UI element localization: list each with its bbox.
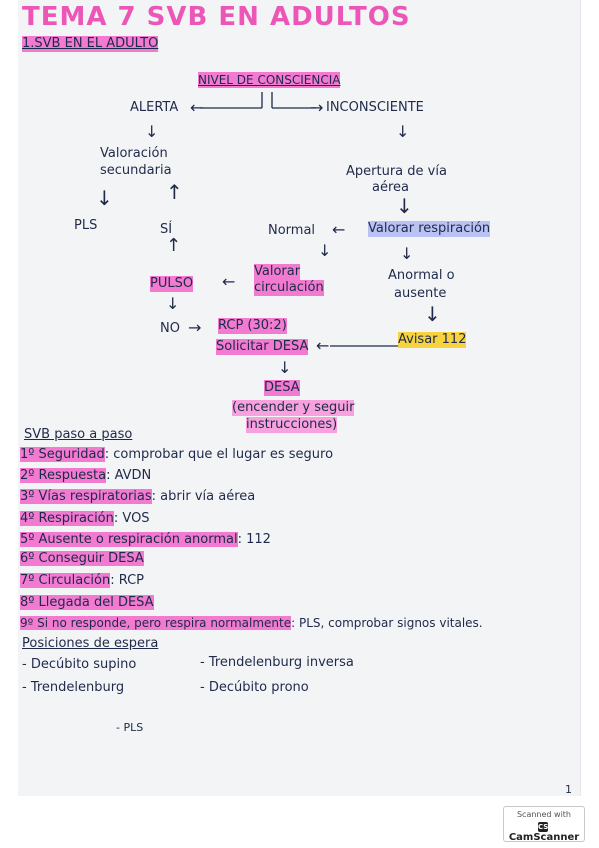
arrow-down-icon: ↓ (424, 302, 441, 326)
notebook-page (18, 0, 581, 796)
flow-nivel-consciencia: NIVEL DE CONSCIENCIA (198, 72, 341, 88)
arrow-down-icon: ↓ (96, 186, 113, 210)
flow-no: NO (160, 321, 180, 336)
arrow-left-icon: ← (316, 336, 330, 355)
steps-title: SVB paso a paso (24, 427, 133, 442)
step-item: 8º Llegada del DESA (20, 595, 154, 611)
flow-solicitar-desa: Solicitar DESA (216, 339, 309, 355)
arrow-down-icon: ↓ (278, 358, 292, 377)
flow-pls: PLS (74, 218, 98, 233)
page-number: 1 (565, 783, 572, 796)
step-item: 6º Conseguir DESA (20, 551, 144, 567)
step-label: 7º Circulación (20, 573, 111, 588)
step-item: 7º Circulación: RCP (20, 573, 144, 589)
section-title: 1.SVB EN EL ADULTO (22, 36, 159, 52)
arrow-down-icon: ↓ (318, 241, 332, 260)
step-label: 9º Si no responde, pero respira normalme… (20, 616, 292, 630)
arrow-left-icon: ← (222, 272, 236, 291)
step-text: : 112 (237, 532, 271, 547)
step-label: 1º Seguridad (20, 447, 105, 462)
flow-normal: Normal (268, 223, 316, 238)
step-label: 3º Vías respiratorias (20, 489, 152, 504)
step-text: : comprobar que el lugar es seguro (104, 447, 334, 462)
flow-avisar-112: Avisar 112 (398, 332, 467, 348)
posicion-item: - Decúbito prono (200, 680, 309, 695)
step-text: : RCP (110, 573, 145, 588)
flow-desa-note-2: instrucciones) (246, 417, 338, 433)
flow-desa: DESA (264, 380, 300, 396)
step-text: : AVDN (106, 468, 152, 483)
watermark-line2: CamScanner (508, 832, 580, 843)
step-text: : PLS, comprobar signos vitales. (291, 616, 483, 630)
step-item: 1º Seguridad: comprobar que el lugar es … (20, 447, 333, 463)
arrow-right-icon: → (188, 318, 202, 337)
step-text: : abrir vía aérea (151, 489, 256, 504)
flow-rcp: RCP (30:2) (218, 318, 287, 334)
flow-valoracion-2: secundaria (100, 163, 172, 178)
flow-pulso: PULSO (150, 276, 194, 292)
arrow-down-icon: ↓ (166, 294, 180, 313)
step-item: 3º Vías respiratorias: abrir vía aérea (20, 489, 255, 505)
step-label: 4º Respiración (20, 511, 114, 526)
step-item: 9º Si no responde, pero respira normalme… (20, 615, 483, 631)
arrow-left-icon: ← (190, 98, 204, 117)
flow-apertura-2: aérea (372, 180, 409, 195)
step-label: 6º Conseguir DESA (20, 551, 144, 566)
arrow-up-icon: ↑ (166, 235, 182, 256)
arrow-right-icon: → (310, 98, 324, 117)
flow-apertura-1: Apertura de vía (346, 164, 447, 179)
step-label: 5º Ausente o respiración anormal (20, 532, 238, 547)
posicion-item: - Decúbito supino (22, 657, 137, 672)
step-text: : VOS (113, 511, 150, 526)
arrow-down-icon: ↓ (396, 194, 413, 218)
flow-valorar-circ-1: Valorar (254, 264, 301, 280)
flow-desa-note-1: (encender y seguir (232, 400, 355, 416)
watermark-brand: CSCamScanner (504, 821, 584, 843)
flow-valorar-circ-2: circulación (254, 280, 324, 296)
posicion-item: - PLS (116, 721, 144, 734)
flow-alerta: ALERTA (130, 100, 179, 115)
posicion-item: - Trendelenburg (22, 680, 125, 695)
flow-si: SÍ (160, 222, 173, 237)
flow-anormal-1: Anormal o (388, 268, 455, 283)
arrow-down-icon: ↓ (145, 122, 159, 141)
flow-anormal-2: ausente (394, 286, 447, 301)
arrow-down-icon: ↓ (400, 244, 414, 263)
arrow-up-icon: ↑ (166, 180, 183, 204)
arrow-left-icon: ← (332, 220, 346, 239)
step-item: 5º Ausente o respiración anormal: 112 (20, 532, 271, 548)
step-label: 2º Respuesta (20, 468, 107, 483)
camscanner-watermark: Scanned with CSCamScanner (503, 806, 585, 843)
step-label: 8º Llegada del DESA (20, 595, 154, 610)
posicion-item: - Trendelenburg inversa (200, 655, 354, 670)
flow-inconsciente: INCONSCIENTE (326, 100, 424, 115)
flow-valorar-respiracion: Valorar respiración (368, 221, 491, 237)
flow-valoracion-1: Valoración (100, 146, 168, 161)
arrow-down-icon: ↓ (396, 122, 410, 141)
camscanner-logo-icon: CS (538, 822, 549, 832)
watermark-line1: Scanned with (516, 810, 572, 819)
step-item: 4º Respiración: VOS (20, 511, 150, 527)
posiciones-title: Posiciones de espera (22, 636, 159, 651)
step-item: 2º Respuesta: AVDN (20, 468, 151, 484)
page-title: TEMA 7 SVB EN ADULTOS (22, 2, 411, 32)
